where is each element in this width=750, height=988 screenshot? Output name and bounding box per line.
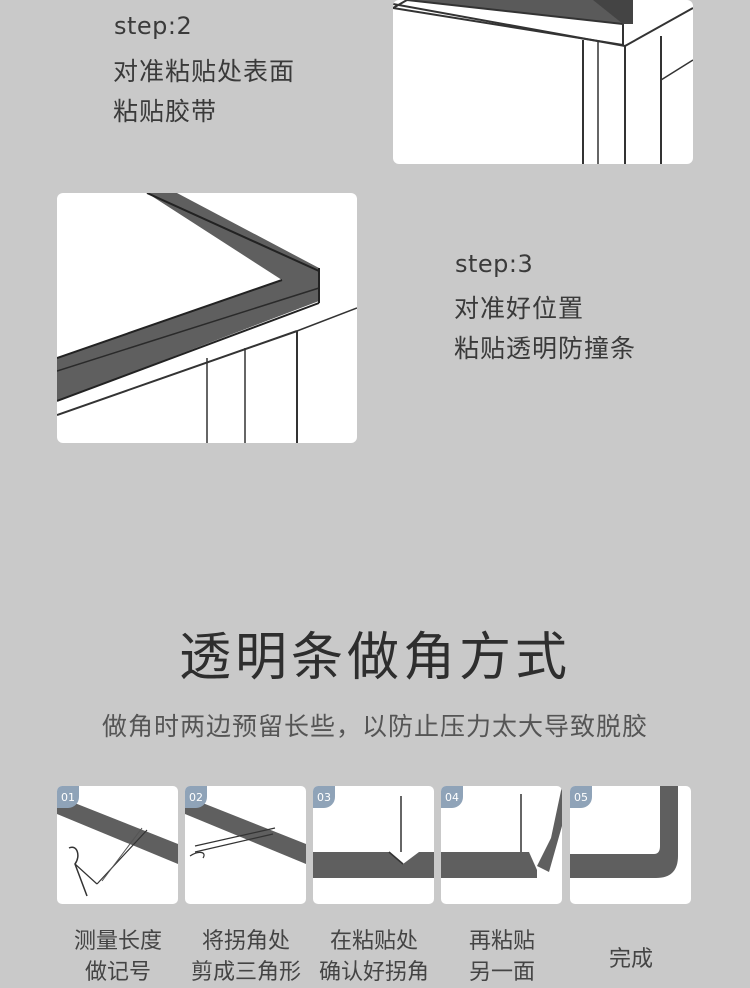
section-subtitle: 做角时两边预留长些，以防止压力太大导致脱胶 <box>101 712 648 741</box>
thumb-step-01: 01 <box>57 786 178 904</box>
step2-illustration <box>393 0 693 164</box>
step3-description: 对准好位置 粘贴透明防撞条 <box>454 289 636 369</box>
step2-line2: 粘贴胶带 <box>113 97 218 126</box>
thumb-caption-03: 在粘贴处 确认好拐角 <box>310 926 438 988</box>
section-title: 透明条做角方式 <box>178 628 571 688</box>
step2-line1: 对准粘贴处表面 <box>113 57 296 86</box>
thumb-caption-02: 将拐角处 剪成三角形 <box>182 926 310 988</box>
caption-line: 做记号 <box>84 960 151 985</box>
thumb-caption-04: 再粘贴 另一面 <box>438 926 566 988</box>
step-badge: 02 <box>185 786 207 808</box>
caption-line: 在粘贴处 <box>329 929 418 954</box>
thumb-step-05: 05 <box>570 786 691 904</box>
step3-line2: 粘贴透明防撞条 <box>454 334 637 363</box>
step-badge: 03 <box>313 786 335 808</box>
caption-line: 另一面 <box>468 960 535 985</box>
step3-illustration <box>57 193 357 443</box>
caption-line: 完成 <box>608 947 653 972</box>
thumb-step-03: 03 <box>313 786 434 904</box>
step2-label: step:2 <box>114 12 193 40</box>
step-badge: 01 <box>57 786 79 808</box>
caption-line: 确认好拐角 <box>318 960 429 985</box>
thumb-caption-05: 完成 <box>567 944 695 975</box>
caption-line: 测量长度 <box>73 929 162 954</box>
step2-description: 对准粘贴处表面 粘贴胶带 <box>113 52 295 132</box>
step3-label: step:3 <box>455 250 534 278</box>
step-badge: 05 <box>570 786 592 808</box>
step3-line1: 对准好位置 <box>454 294 585 323</box>
caption-line: 再粘贴 <box>468 929 535 954</box>
thumb-step-04: 04 <box>441 786 562 904</box>
thumb-step-02: 02 <box>185 786 306 904</box>
step-badge: 04 <box>441 786 463 808</box>
caption-line: 剪成三角形 <box>190 960 301 985</box>
thumb-caption-01: 测量长度 做记号 <box>54 926 182 988</box>
caption-line: 将拐角处 <box>201 929 290 954</box>
